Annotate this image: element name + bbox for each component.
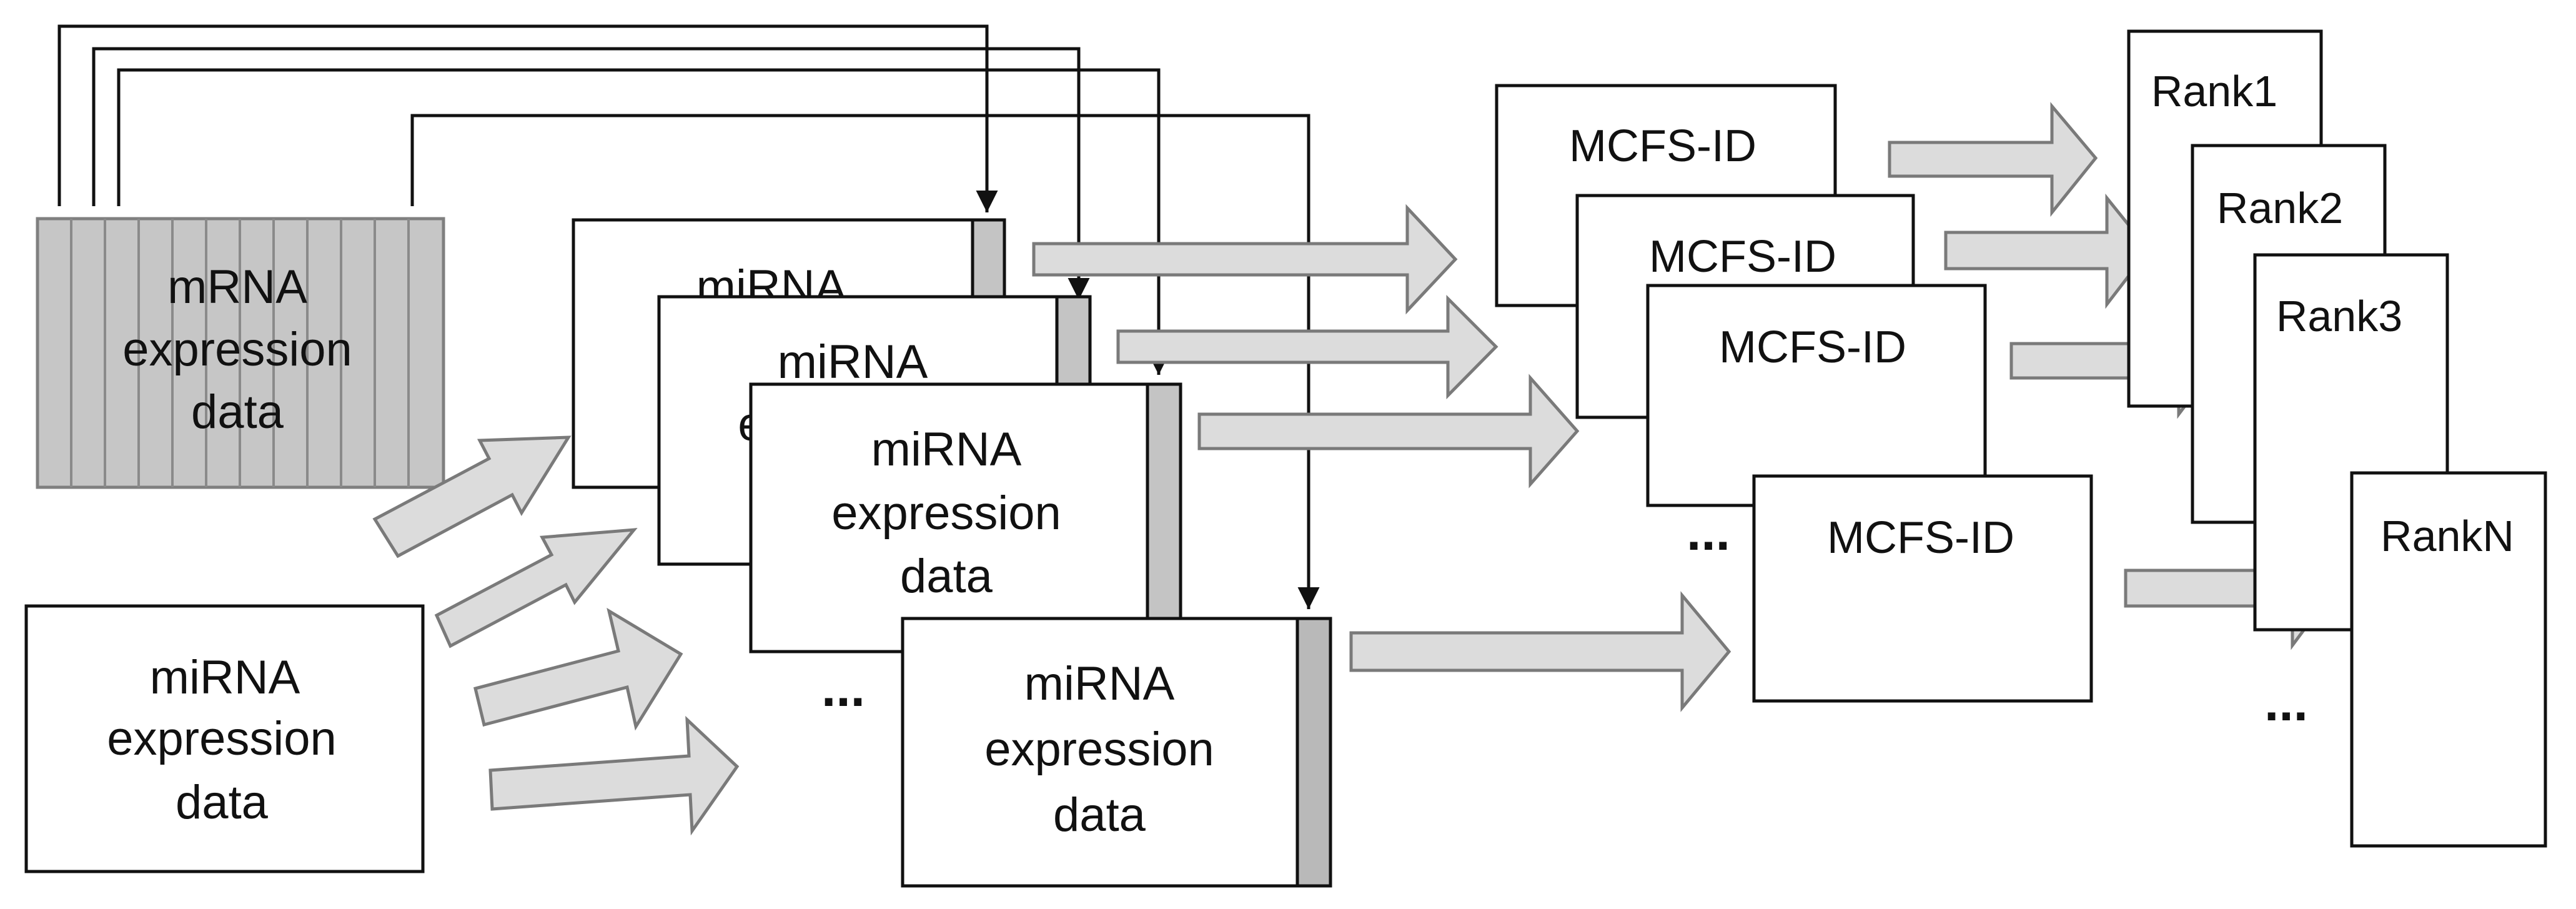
sample-boxes-ellipsis: ... [821,658,865,717]
mcfs-arrow-1 [1032,204,1458,315]
sampling-arrow-4 [488,715,740,836]
sample-box-4-frame [901,617,1332,888]
sample-box-3-label-line2: expression [831,487,1061,540]
connector-line-2 [92,47,1090,300]
sampling-arrow-2 [434,528,638,648]
rank-box-n-frame [2350,471,2547,848]
mcfs-arrow-2 [1116,294,1499,400]
sample-to-mcfs-arrows [1032,204,1731,712]
sample-box-4: miRNA expression data [901,617,1332,888]
mcfs-box-1-label: MCFS-ID [1569,121,1756,171]
rank-box-2-label: Rank2 [2217,184,2343,232]
mcfs-arrow-4 [1349,591,1731,712]
connector-line-3 [117,68,1170,375]
mcfs-arrow-3 [1197,374,1580,489]
sample-box-4-label-line3: data [1053,788,1146,842]
sample-box-2-label-line1: miRNA [778,335,928,389]
source-mirna-label-line3: data [176,776,269,829]
rank-box-3-label: Rank3 [2276,292,2402,340]
rank-box-n-label: RankN [2380,512,2514,560]
sample-box-3-label-line1: miRNA [871,423,1022,476]
mcfs-box-4-label: MCFS-ID [1827,513,2014,563]
sampling-arrow-1 [372,435,572,559]
sample-box-3-strip [1146,382,1182,653]
sample-box-3-label-line3: data [900,550,993,603]
mcfs-box-4: MCFS-ID [1752,474,2093,703]
mrna-block-label-line2: expression [122,323,352,376]
sampling-arrows [372,435,740,836]
sample-box-3: miRNA expression data [749,382,1182,653]
source-mirna-block: miRNA expression data [24,604,425,873]
sample-box-3-frame [749,382,1182,653]
sample-box-4-label-line1: miRNA [1024,657,1175,710]
mcfs-box-4-frame [1752,474,2093,703]
mrna-block-label-line3: data [191,385,284,439]
mcfs-box-3-frame [1646,284,1987,507]
rank-arrow-1 [1888,102,2098,217]
source-mirna-label-line1: miRNA [150,651,300,704]
mrna-block-stripes [70,219,410,487]
mcfs-box-3: MCFS-ID [1646,284,1987,507]
mrna-expression-block: mRNA expression data [36,217,445,489]
rank-box-n: RankN [2350,471,2547,848]
rank-box-1-label: Rank1 [2151,67,2277,116]
mrna-block-label-line1: mRNA [167,261,307,314]
mcfs-box-3-label: MCFS-ID [1719,322,1906,372]
sampling-arrow-3 [473,607,683,731]
sample-box-4-strip [1295,617,1332,888]
source-mirna-box [24,604,425,873]
sample-box-4-label-line2: expression [984,723,1214,776]
rank-boxes-ellipsis: ... [2264,673,2308,732]
source-mirna-label-line2: expression [107,712,337,765]
mcfs-box-2-label: MCFS-ID [1649,232,1836,282]
connector-line-1 [57,24,998,212]
mcfs-boxes-ellipsis: ... [1687,502,1730,561]
